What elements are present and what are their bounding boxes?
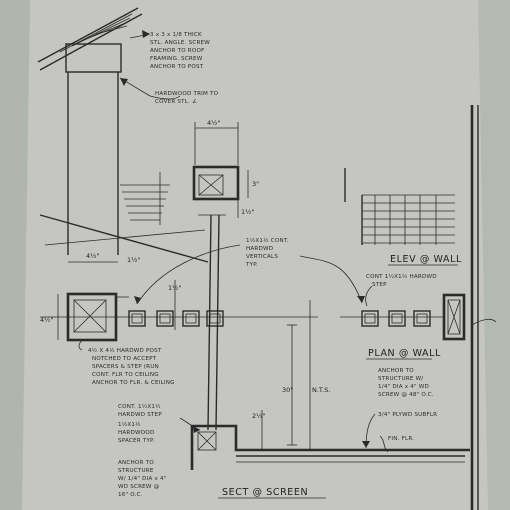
svg-text:1/4" DIA x 4" WD: 1/4" DIA x 4" WD [378,384,429,390]
svg-text:W/ 1/4" DIA x 4": W/ 1/4" DIA x 4" [118,476,167,482]
svg-text:STRUCTURE: STRUCTURE [118,468,154,474]
note-finish-floor: FIN. FLR. [388,436,414,442]
svg-text:3 x 3 x 1/8 THICK: 3 x 3 x 1/8 THICK [150,32,202,38]
svg-text:COVER STL. ∠: COVER STL. ∠ [155,98,197,105]
dim-left-height: 4½" [40,316,53,324]
note-cont-left: CONT. 1½X1½ HARDWD STEP 1½X1½ HARDWOOD S… [118,403,162,444]
spacer-2 [156,310,174,327]
spacer-1 [128,310,146,327]
plan-wall-row [340,293,466,341]
dim-left-width: 4½" [86,252,99,260]
svg-text:CONT 1½X1½ HARDWD: CONT 1½X1½ HARDWD [366,273,437,280]
svg-text:CONT. 1½X1½: CONT. 1½X1½ [118,403,161,410]
svg-text:1½X1½: 1½X1½ [118,421,141,428]
note-hardwood-trim: HARDWOOD TRIM TO COVER STL. ∠ [155,91,219,105]
board-edge-right [478,0,510,510]
section-wall [207,214,220,431]
spacer-3 [182,310,200,327]
dim-spacing: 1½" [168,284,181,292]
svg-text:STEP: STEP [372,282,387,288]
svg-text:STRUCTURE W/: STRUCTURE W/ [378,376,423,382]
dim-height-30: 30" [282,386,293,394]
section-floor [190,300,470,470]
title-plan-wall: PLAN @ WALL [368,348,441,359]
svg-text:NOTCHED TO ACCEPT: NOTCHED TO ACCEPT [92,356,157,362]
svg-text:ANCHOR TO ROOF: ANCHOR TO ROOF [150,48,205,54]
elevation-stair [344,168,455,245]
note-steel-angle: 3 x 3 x 1/8 THICK STL. ANGLE. SCREW ANCH… [150,32,210,70]
roof-detail [37,7,151,255]
svg-text:HARDWOOD TRIM TO: HARDWOOD TRIM TO [155,91,219,97]
note-plywood: 3/4" PLYWD SUBFLR [378,412,437,418]
note-anchor-right: ANCHOR TO STRUCTURE W/ 1/4" DIA x 4" WD … [378,368,434,398]
dim-top-height: 3" [252,180,259,188]
svg-text:4½ X 4½ HARDWD POST: 4½ X 4½ HARDWD POST [88,347,162,354]
svg-text:SCREW @ 48" O.C.: SCREW @ 48" O.C. [378,392,434,398]
dimension-lines [57,261,297,446]
svg-text:ANCHOR TO: ANCHOR TO [378,368,414,374]
svg-text:FRAMING. SCREW: FRAMING. SCREW [150,56,203,62]
arrow-marks [120,30,370,448]
note-verticals: 1½X1½ CONT. HARDWD VERTICALS TYP. [245,237,289,268]
dim-top-width: 4½" [207,119,220,127]
svg-text:1½X1½ CONT.: 1½X1½ CONT. [246,237,289,244]
left-stair-hatch [39,172,209,263]
top-post-detail [192,122,249,218]
right-wall [470,105,479,510]
svg-text:WD SCREW @: WD SCREW @ [118,484,160,490]
dim-small-a: 1½" [241,208,254,216]
svg-text:HARDWOOD: HARDWOOD [118,430,154,436]
svg-text:STL. ANGLE. SCREW: STL. ANGLE. SCREW [150,40,210,46]
svg-text:CONT. FLR TO CEILING: CONT. FLR TO CEILING [92,372,159,378]
svg-text:SPACER TYP.: SPACER TYP. [118,438,155,444]
plan-row [40,292,318,342]
svg-text:SPACERS & STEP (RUN: SPACERS & STEP (RUN [92,364,159,370]
svg-text:16" O.C.: 16" O.C. [118,492,143,498]
svg-text:HARDWD STEP: HARDWD STEP [118,412,162,418]
dim-left-small: 1½" [127,256,140,264]
svg-text:ANCHOR TO FLR. & CEILING: ANCHOR TO FLR. & CEILING [92,380,175,386]
svg-text:HARDWD: HARDWD [246,246,273,252]
note-cont-step: CONT 1½X1½ HARDWD STEP [366,273,437,288]
note-anchor-left: ANCHOR TO STRUCTURE W/ 1/4" DIA x 4" WD … [118,460,167,498]
svg-text:ANCHOR TO: ANCHOR TO [118,460,154,466]
note-post: 4½ X 4½ HARDWD POST NOTCHED TO ACCEPT SP… [88,347,175,386]
svg-text:ANCHOR TO POST: ANCHOR TO POST [150,64,204,70]
spacer-4 [206,310,224,327]
title-elev-wall: ELEV @ WALL [390,254,462,265]
dim-nts: N.T.S. [312,386,330,394]
svg-text:TYP.: TYP. [245,262,258,268]
title-sect-screen: SECT @ SCREEN [222,487,308,498]
dim-floor: 2½" [252,412,265,420]
board-edge-left [0,0,30,510]
svg-text:VERTICALS: VERTICALS [246,254,278,260]
